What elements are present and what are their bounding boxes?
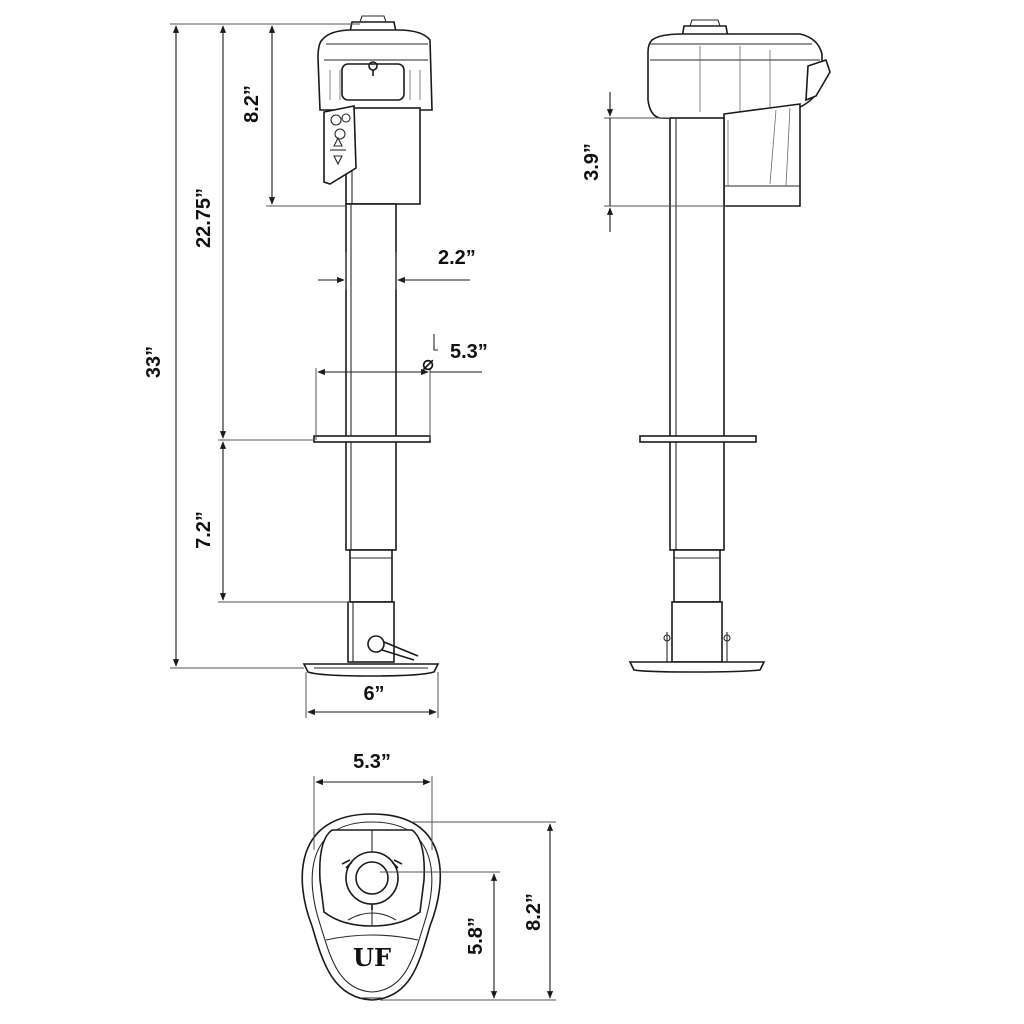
dim-top-center: 5.8” <box>465 917 487 955</box>
dimension-lines <box>170 23 726 1001</box>
dim-tube-diameter: 2.2” <box>438 247 476 269</box>
dim-footplate-width: 6” <box>363 683 384 705</box>
front-view <box>302 15 440 677</box>
front-flange <box>313 435 431 443</box>
dim-head-height: 8.2” <box>241 85 263 123</box>
front-motor-head <box>317 15 433 205</box>
side-motor-head <box>647 19 831 207</box>
top-view: UF <box>301 813 442 1001</box>
dim-top-width: 5.3” <box>353 751 391 773</box>
dim-lower-section: 7.2” <box>193 511 215 549</box>
dim-flange-diameter: 5.3” <box>450 341 488 363</box>
dimension-labels: 33” 22.75” 8.2” 7.2” 6” 2.2” ⌀ 5.3” 3.9”… <box>143 85 603 955</box>
side-view <box>628 19 831 673</box>
uf-logo: UF <box>353 943 391 972</box>
front-footplate <box>302 663 440 677</box>
front-tube <box>345 203 419 663</box>
dim-top-depth: 8.2” <box>523 893 545 931</box>
side-footplate <box>628 661 766 673</box>
diameter-symbol: ⌀ <box>422 353 434 375</box>
side-flange <box>639 435 757 443</box>
dim-overall-height: 33” <box>143 346 165 378</box>
dim-extended-length: 22.75” <box>193 188 215 248</box>
dim-head-offset: 3.9” <box>581 143 603 181</box>
side-tube <box>663 117 731 663</box>
